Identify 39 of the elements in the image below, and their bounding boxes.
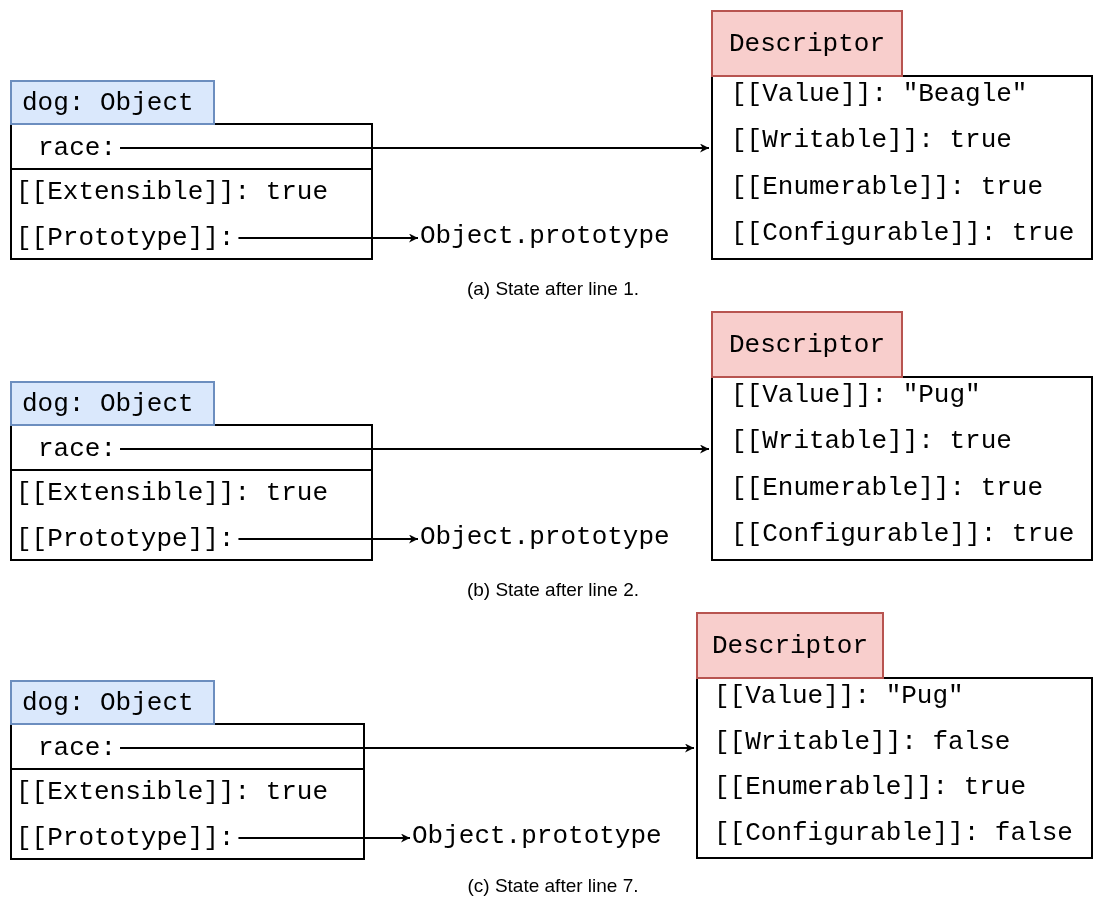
object-header: dog: Object [10, 680, 215, 725]
property-row: [[Prototype]]: [16, 223, 235, 253]
property-row: race: [38, 133, 116, 163]
attribute-row: [[Value]]: "Beagle" [731, 79, 1028, 109]
arrow [119, 444, 710, 454]
arrow [237, 833, 411, 843]
caption: (b) State after line 2. [466, 579, 640, 601]
prototype-text: Object.prototype [420, 522, 670, 552]
arrow [119, 143, 710, 153]
caption: (a) State after line 1. [466, 278, 640, 300]
attribute-row: [[Enumerable]]: true [731, 171, 1044, 202]
property-row: race: [38, 434, 116, 464]
property-row: [[Extensible]]: true [16, 478, 329, 508]
attribute-row: [[Writable]]: true [731, 426, 1012, 457]
descriptor-header: Descriptor [711, 311, 903, 378]
attribute-row: [[Enumerable]]: true [714, 772, 1027, 802]
arrow [237, 233, 419, 243]
attribute-row: [[Writable]]: true [731, 125, 1012, 156]
property-row: [[Extensible]]: true [16, 777, 329, 807]
attribute-row: [[Enumerable]]: true [731, 472, 1044, 503]
property-row: [[Prototype]]: [16, 823, 235, 853]
attribute-row: [[Configurable]]: false [714, 817, 1073, 848]
attribute-row: [[Value]]: "Pug" [731, 380, 981, 410]
caption: (c) State after line 7. [467, 875, 639, 897]
property-row: [[Extensible]]: true [16, 177, 329, 207]
attribute-row: [[Configurable]]: true [731, 217, 1075, 248]
attribute-row: [[Value]]: "Pug" [714, 681, 964, 711]
arrow [119, 743, 695, 753]
descriptor-header: Descriptor [696, 612, 884, 679]
prototype-text: Object.prototype [420, 221, 670, 251]
prototype-text: Object.prototype [412, 821, 662, 851]
property-row: [[Prototype]]: [16, 524, 235, 554]
arrow [237, 534, 419, 544]
object-header: dog: Object [10, 381, 215, 426]
object-header: dog: Object [10, 80, 215, 125]
descriptor-header: Descriptor [711, 10, 903, 77]
attribute-row: [[Configurable]]: true [731, 518, 1075, 549]
attribute-row: [[Writable]]: false [714, 726, 1011, 757]
property-row: race: [38, 733, 116, 763]
